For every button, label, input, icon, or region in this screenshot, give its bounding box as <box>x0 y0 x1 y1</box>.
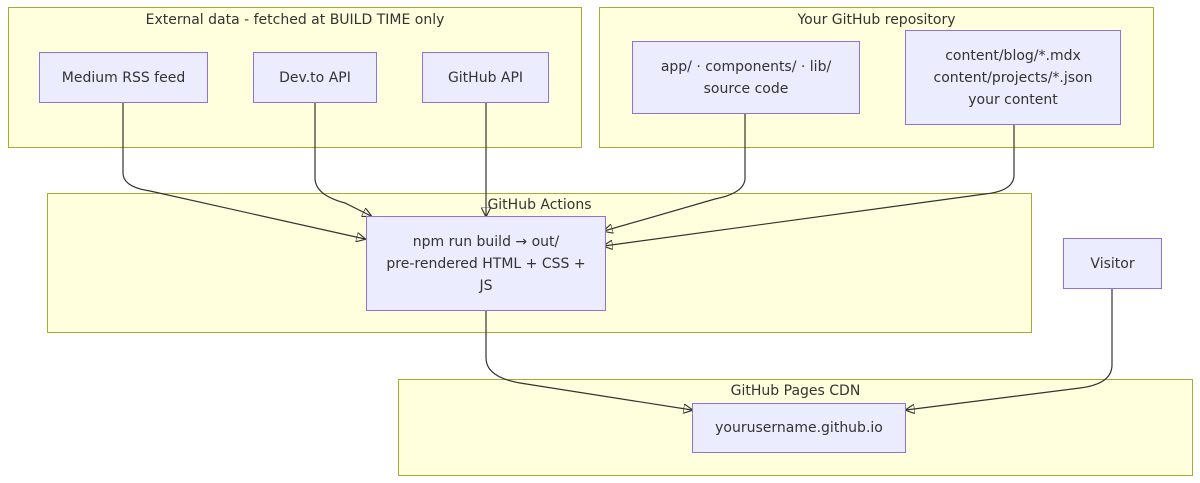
cluster-github-repository-title: Your GitHub repository <box>797 12 956 28</box>
node-github-api-label: GitHub API <box>447 69 524 86</box>
node-visitor-label: Visitor <box>1090 255 1135 272</box>
cluster-github-actions-title: GitHub Actions <box>487 197 592 213</box>
node-source-code: app/ · components/ · lib/ source code <box>632 41 860 114</box>
node-source-code-line-1: app/ · components/ · lib/ <box>660 58 832 75</box>
node-source-code-line-2: source code <box>703 80 789 97</box>
node-github-api: GitHub API <box>422 52 549 103</box>
node-medium-rss-feed-label: Medium RSS feed <box>61 69 186 86</box>
cluster-external-data-title: External data - fetched at BUILD TIME on… <box>145 12 445 28</box>
node-your-content-line-1: content/blog/*.mdx <box>945 47 1081 64</box>
node-your-content-line-3: your content <box>968 91 1058 108</box>
cluster-github-pages-cdn-title: GitHub Pages CDN <box>730 383 861 399</box>
node-npm-build-line-2: pre-rendered HTML + CSS + <box>386 255 586 272</box>
node-devto-api-label: Dev.to API <box>279 69 351 86</box>
node-npm-build-line-1: npm run build → out/ <box>412 233 560 250</box>
node-npm-build: npm run build → out/ pre-rendered HTML +… <box>366 216 606 311</box>
node-your-content: content/blog/*.mdx content/projects/*.js… <box>905 30 1121 125</box>
node-npm-build-line-3: JS <box>479 277 493 294</box>
node-devto-api: Dev.to API <box>253 52 377 103</box>
node-medium-rss-feed: Medium RSS feed <box>39 52 208 103</box>
node-your-content-line-2: content/projects/*.json <box>933 69 1093 86</box>
node-visitor: Visitor <box>1063 238 1162 289</box>
node-site-github-io-label: yourusername.github.io <box>715 420 883 436</box>
node-site-github-io: yourusername.github.io <box>692 403 906 453</box>
